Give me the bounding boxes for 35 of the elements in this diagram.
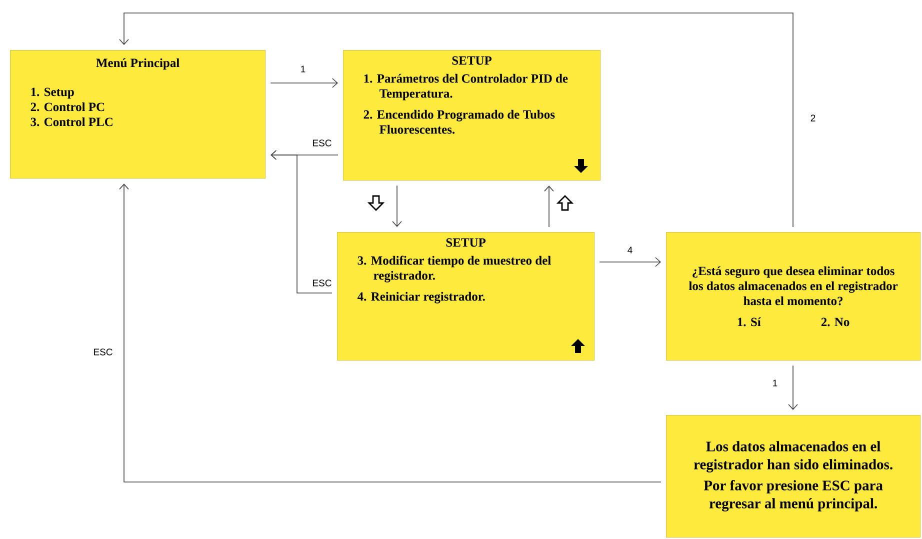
prompt-text: ¿Está seguro que desea eliminar todos los datos almacenados en el registrador hasta el momento?	[689, 266, 898, 306]
arrow	[544, 186, 554, 228]
screen-box	[666, 232, 921, 361]
menu-item: 2. Control PC	[30, 102, 104, 112]
arrow	[392, 185, 402, 227]
edge-label: ESC	[92, 348, 114, 356]
arrow	[270, 150, 332, 294]
edge-label: 1	[771, 378, 779, 388]
arrow	[119, 12, 794, 228]
menu-item: 1. Parámetros del Controlador PID de Temperatura.	[364, 74, 568, 100]
screen-title: SETUP	[452, 56, 492, 65]
menu-item: 2. Encendido Programado de Tubos Fluorescentes.	[364, 110, 555, 134]
edge-label: ESC	[311, 138, 333, 148]
option-text: 2. No	[821, 318, 850, 326]
screen-title: SETUP	[446, 238, 486, 247]
menu-item: 4. Reiniciar registrador.	[357, 292, 485, 304]
screen-box	[337, 232, 595, 361]
screen-box	[10, 50, 266, 179]
message-text: Por favor presione ESC para regresar al menú principal.	[704, 480, 883, 512]
edge-label: 2	[809, 114, 817, 122]
arrow	[119, 184, 662, 482]
option-text: 1. Sí	[738, 317, 762, 326]
arrow	[599, 257, 661, 267]
menu-item: 3. Control PLC	[30, 117, 112, 126]
arrow	[270, 78, 338, 88]
menu-item: 1. Setup	[31, 88, 74, 99]
screen-box	[343, 50, 601, 181]
arrow	[788, 365, 798, 410]
edge-label: 1	[299, 64, 307, 74]
menu-item: 3. Modificar tiempo de muestreo del registrador.	[358, 256, 551, 282]
message-text: Los datos almacenados en el registrador han sido eliminados.	[694, 441, 892, 472]
edge-label: 4	[626, 246, 634, 254]
screen-title: Menú Principal	[96, 58, 180, 70]
screen-box	[666, 415, 921, 538]
edge-label: ESC	[311, 278, 333, 288]
